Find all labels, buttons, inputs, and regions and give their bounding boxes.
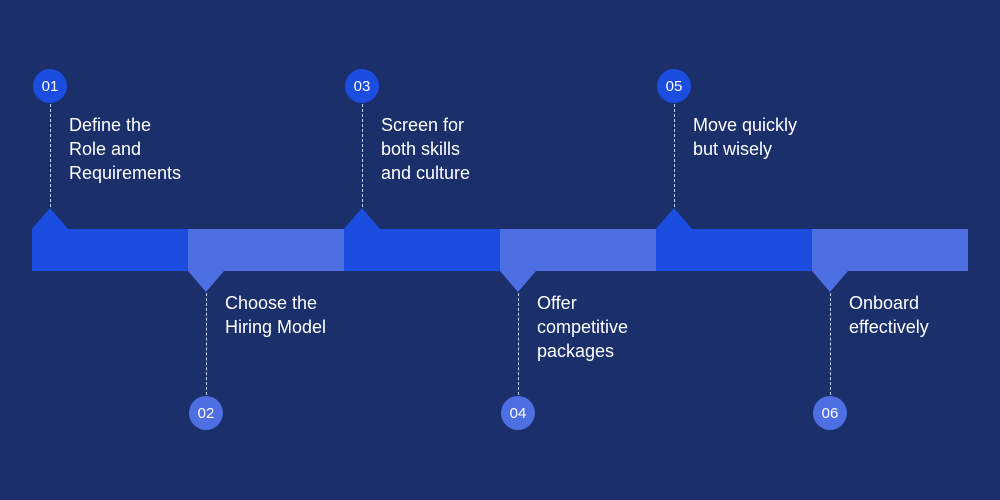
step-label: Offer competitive packages	[537, 291, 687, 363]
step-label: Move quickly but wisely	[693, 113, 843, 161]
step-number-badge: 04	[501, 396, 535, 430]
step-number-badge: 02	[189, 396, 223, 430]
step-label-line: effectively	[849, 317, 929, 337]
step-label-line: Choose the	[225, 293, 318, 313]
step-number-badge: 01	[33, 69, 67, 103]
timeline-segment-2	[188, 229, 344, 292]
dashed-connector	[674, 104, 675, 207]
step-label: Onboard effectively	[849, 291, 999, 339]
step-label: Screen for both skills and culture	[381, 113, 531, 185]
timeline-segment-3	[344, 208, 500, 271]
dashed-connector	[830, 293, 831, 395]
dashed-connector	[50, 104, 51, 207]
step-label-line: but wisely	[693, 139, 773, 159]
timeline-segment-5	[656, 208, 812, 271]
step-label-line: both skills	[381, 139, 461, 159]
dashed-connector	[518, 293, 519, 395]
dashed-connector	[206, 293, 207, 395]
dashed-connector	[362, 104, 363, 207]
step-label-line: Role and	[69, 139, 142, 159]
step-label-line: Define the	[69, 115, 152, 135]
timeline-segment-6	[812, 229, 968, 292]
step-label-line: Screen for	[381, 115, 465, 135]
step-label-line: Move quickly	[693, 115, 798, 135]
step-label-line: Onboard	[849, 293, 920, 313]
step-label-line: Offer	[537, 293, 577, 313]
timeline-segment-4	[500, 229, 656, 292]
step-number-badge: 05	[657, 69, 691, 103]
step-number-badge: 03	[345, 69, 379, 103]
step-label-line: Hiring Model	[225, 317, 327, 337]
step-label-line: Requirements	[69, 163, 182, 183]
step-label-line: and culture	[381, 163, 471, 183]
step-label-line: competitive	[537, 317, 629, 337]
step-label-line: packages	[537, 341, 615, 361]
step-number-badge: 06	[813, 396, 847, 430]
timeline-segment-1	[32, 208, 188, 271]
